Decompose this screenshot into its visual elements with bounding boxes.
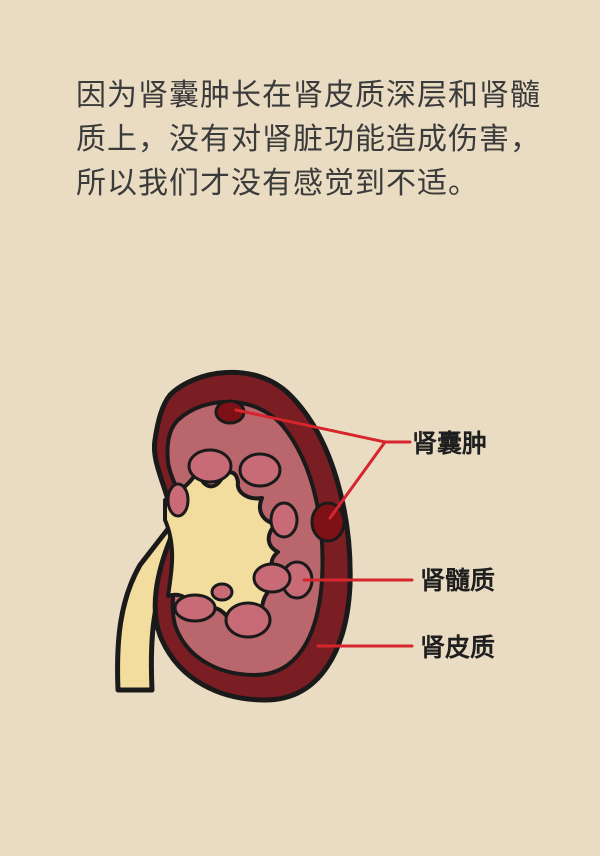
label-cyst: 肾囊肿: [412, 429, 487, 458]
pyramid: [166, 482, 190, 518]
label-medulla: 肾髓质: [420, 566, 495, 595]
cyst-pointer-side: [328, 440, 387, 520]
caption-text: 因为肾囊肿长在肾皮质深层和肾髓质上，没有对肾脏功能造成伤害，所以我们才没有感觉到…: [76, 78, 541, 201]
pyramid: [224, 601, 272, 639]
pyramid: [252, 562, 292, 594]
pyramid: [173, 593, 217, 623]
pyramid: [238, 452, 282, 488]
pyramid: [187, 448, 233, 484]
renal-pyramids: [166, 448, 314, 639]
pyramid: [210, 582, 234, 602]
pointer-lines: [234, 408, 414, 648]
cyst-side: [310, 501, 346, 543]
pyramid: [269, 501, 299, 539]
label-cortex: 肾皮质: [420, 633, 495, 662]
